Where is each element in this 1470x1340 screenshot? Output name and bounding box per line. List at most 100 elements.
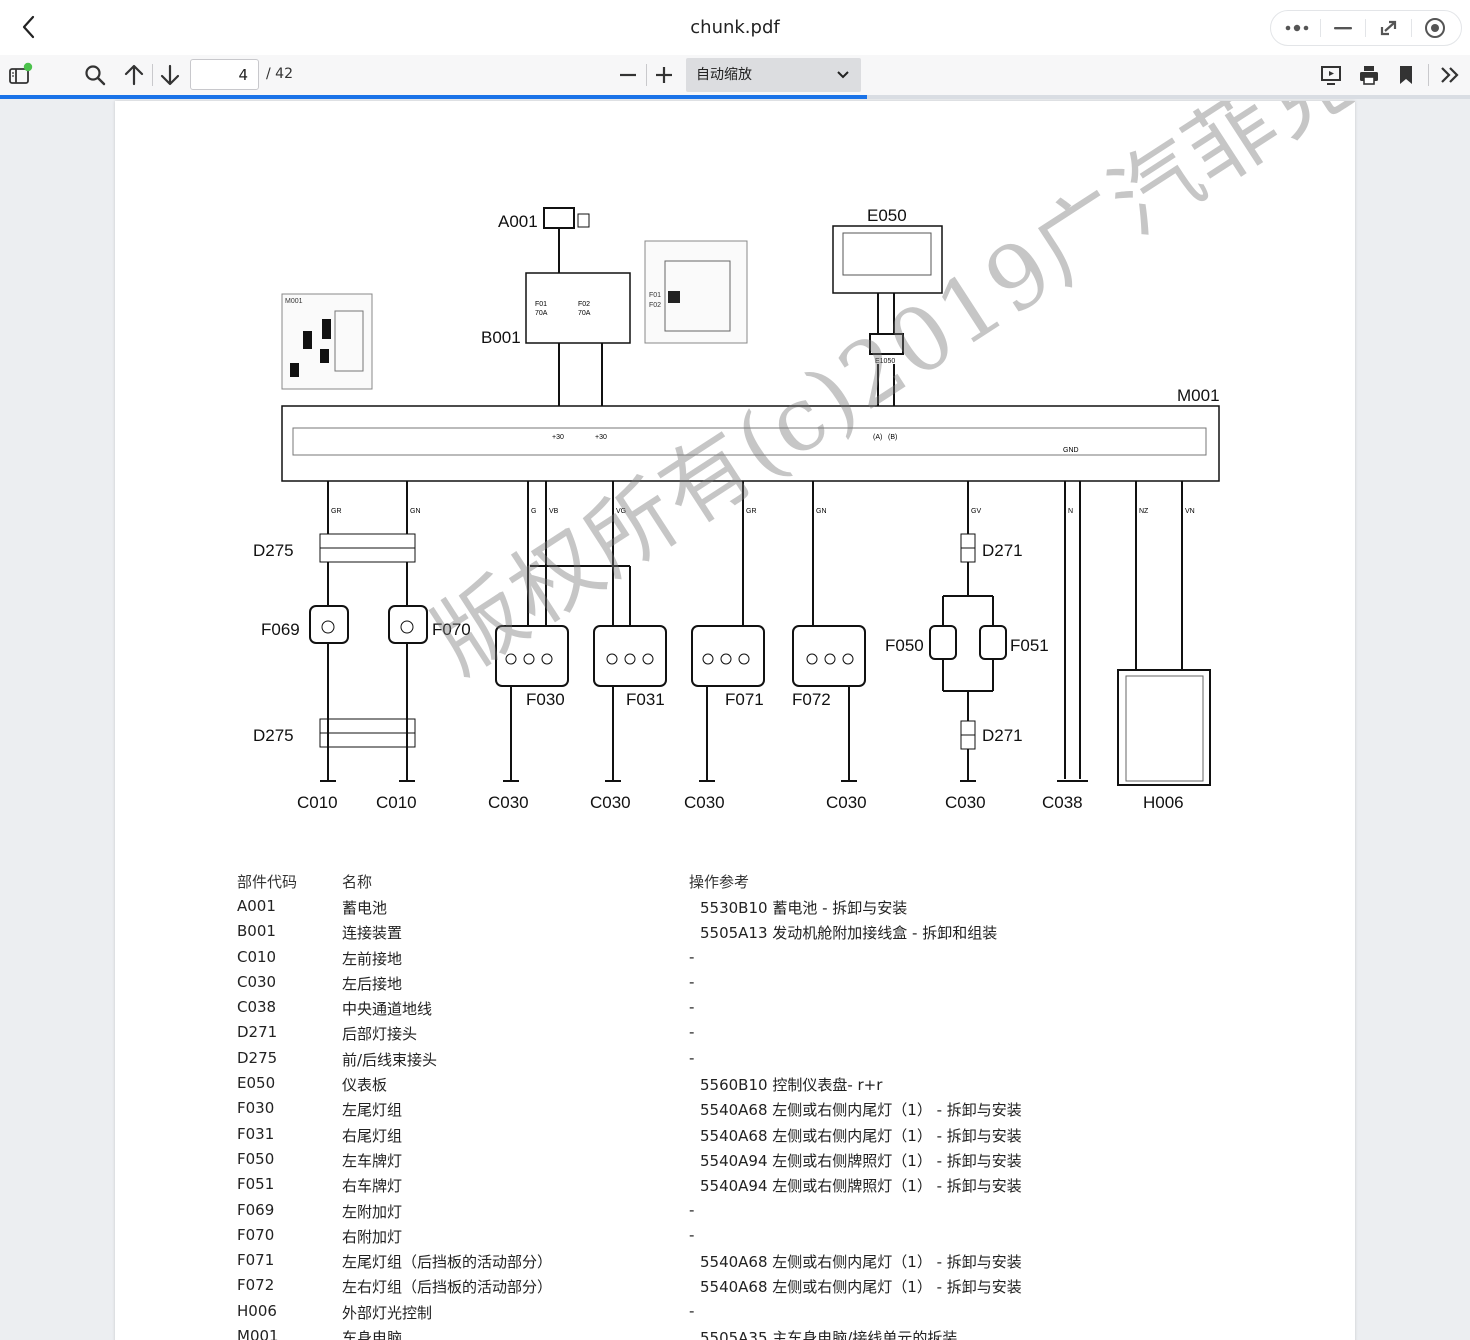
wire-color-label: VN [1185, 508, 1195, 515]
divider [1411, 19, 1413, 37]
print-icon [1360, 66, 1378, 85]
double-chevron-right-icon [1441, 67, 1459, 83]
search-button[interactable] [80, 60, 110, 90]
part-name: 后部灯接头 [342, 1025, 418, 1044]
part-reference: - [689, 1048, 695, 1067]
part-name: 左后接地 [342, 974, 403, 993]
print-button[interactable] [1354, 60, 1384, 90]
page-number-input[interactable] [190, 59, 259, 90]
arrow-down-icon [160, 64, 180, 86]
wire-color-label: VB [549, 508, 559, 515]
part-name: 前/后线束接头 [342, 1050, 438, 1069]
part-name: 右车牌灯 [342, 1177, 403, 1196]
part-reference: - [689, 1200, 695, 1219]
bookmark-button[interactable] [1391, 60, 1421, 90]
ground-label: C030 [826, 793, 867, 812]
ground-label: H006 [1143, 793, 1184, 812]
fuse-label: F01 [535, 301, 547, 308]
component-label: E1050 [875, 358, 895, 365]
part-name: 左车牌灯 [342, 1151, 403, 1170]
part-reference: 5540A68 左侧或右侧内尾灯（1） - 拆卸与安装 [700, 1278, 1022, 1297]
component-label: A001 [498, 212, 538, 231]
load-progress-fill [0, 95, 868, 99]
zoom-out-button[interactable] [613, 60, 643, 90]
next-page-button[interactable] [155, 60, 185, 90]
restore-button[interactable] [1371, 13, 1407, 43]
part-name: 左右灯组（后挡板的活动部分） [342, 1278, 553, 1297]
part-code: F050 [237, 1149, 275, 1168]
page-total: / 42 [266, 66, 293, 82]
ground-label: C030 [945, 793, 986, 812]
part-name: 左尾灯组（后挡板的活动部分） [342, 1253, 553, 1272]
zoom-select[interactable]: 自动缩放 [686, 58, 861, 92]
wire-color-label: VG [616, 508, 626, 515]
part-code: F031 [237, 1124, 275, 1143]
document-title: chunk.pdf [690, 17, 780, 38]
part-code: F069 [237, 1200, 275, 1219]
part-code: C038 [237, 998, 277, 1017]
part-code: B001 [237, 922, 276, 941]
title-bar: chunk.pdf [0, 0, 1470, 55]
sidebar-toggle-icon [9, 62, 33, 84]
header-name: 名称 [342, 873, 373, 891]
part-reference: 5560B10 控制仪表盘- r+r [700, 1076, 883, 1095]
divider [646, 64, 647, 86]
divider [152, 64, 153, 86]
more-icon [1285, 24, 1309, 32]
ground-label: C038 [1042, 793, 1083, 812]
component-label: D275 [253, 726, 294, 745]
part-reference: 5505A35 主车身电脑/接线单元的拆装 [700, 1329, 958, 1340]
component-label: F069 [261, 620, 300, 639]
presentation-button[interactable] [1316, 60, 1346, 90]
svg-text:M001: M001 [285, 298, 303, 305]
ground-label: C030 [590, 793, 631, 812]
part-reference: - [689, 1301, 695, 1320]
wire-color-label: GR [746, 508, 757, 515]
wire-color-label: NZ [1139, 508, 1149, 515]
zoom-in-button[interactable] [649, 60, 679, 90]
part-name: 仪表板 [342, 1076, 388, 1095]
wire-color-label: G [531, 508, 536, 515]
component-label: B001 [481, 328, 521, 347]
previous-page-button[interactable] [119, 60, 149, 90]
record-button[interactable] [1417, 13, 1453, 43]
pdf-toolbar: / 42 自动缩放 [0, 55, 1470, 95]
wire-color-label: GR [331, 508, 342, 515]
wire-color-label: GV [971, 508, 981, 515]
back-button[interactable] [14, 12, 44, 42]
part-code: E050 [237, 1074, 276, 1093]
part-code: M001 [237, 1327, 279, 1340]
component-label: D271 [982, 726, 1023, 745]
ground-label: C030 [488, 793, 529, 812]
part-code: C030 [237, 972, 277, 991]
wire-color-label: GN [410, 508, 421, 515]
fuse-label: 70A [578, 310, 591, 317]
part-reference: 5540A68 左侧或右侧内尾灯（1） - 拆卸与安装 [700, 1126, 1022, 1145]
more-button[interactable] [1279, 13, 1315, 43]
part-reference: - [689, 1225, 695, 1244]
back-arrow-icon [22, 15, 35, 39]
component-label: F070 [432, 620, 471, 639]
presentation-icon [1321, 66, 1341, 85]
wire-color-label: N [1068, 508, 1073, 515]
minimize-button[interactable] [1325, 13, 1361, 43]
sidebar-toggle-button[interactable] [5, 60, 35, 90]
part-name: 左附加灯 [342, 1202, 403, 1221]
more-tools-button[interactable] [1435, 60, 1465, 90]
part-reference: 5540A68 左侧或右侧内尾灯（1） - 拆卸与安装 [700, 1101, 1022, 1120]
pin-label: +30 [595, 434, 607, 441]
part-code: C010 [237, 947, 277, 966]
part-reference: - [689, 947, 695, 966]
pin-label: (B) [888, 434, 897, 441]
